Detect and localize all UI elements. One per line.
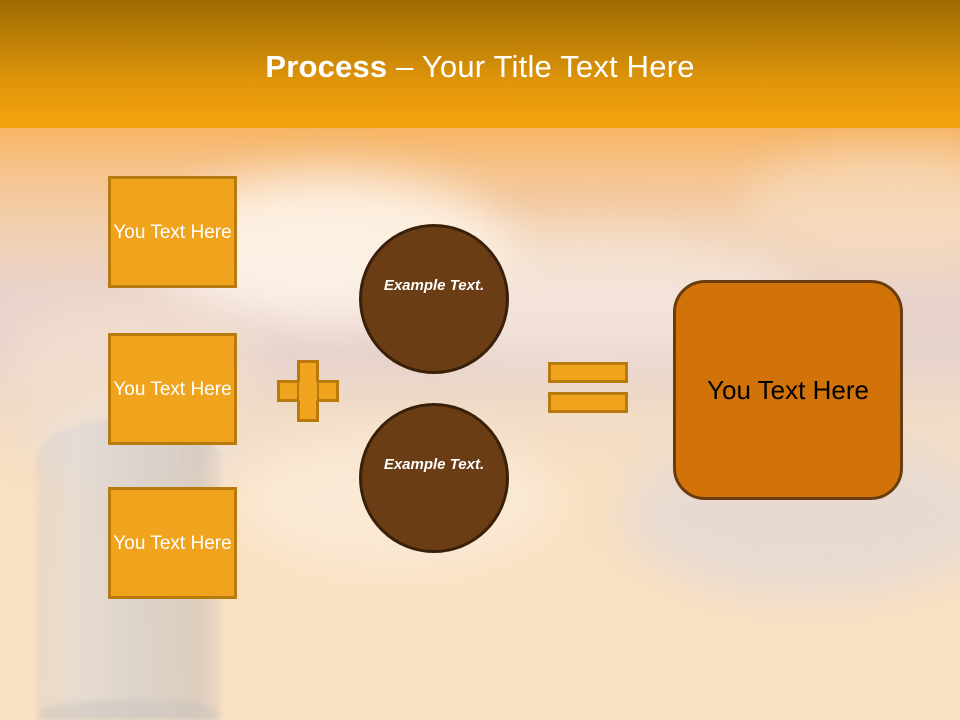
- process-circle-1[interactable]: Example Text.: [359, 224, 509, 374]
- cloud-shape: [740, 150, 960, 270]
- plus-icon: [277, 360, 339, 422]
- cooling-tower-base: [40, 700, 218, 720]
- page-title-strong: Process: [265, 49, 388, 84]
- process-circle-2[interactable]: Example Text.: [359, 403, 509, 553]
- result-box[interactable]: You Text Here: [673, 280, 903, 500]
- page-title-rest: – Your Title Text Here: [387, 49, 695, 84]
- result-box-label: You Text Here: [707, 375, 869, 405]
- equals-top-bar: [548, 362, 628, 383]
- input-box-1-label: You Text Here: [113, 221, 232, 243]
- input-box-2[interactable]: You Text Here: [108, 333, 237, 445]
- input-box-1[interactable]: You Text Here: [108, 176, 237, 288]
- plus-center-fill: [299, 382, 317, 400]
- input-box-3[interactable]: You Text Here: [108, 487, 237, 599]
- process-circle-2-label: Example Text.: [383, 456, 485, 473]
- equals-icon: [548, 362, 628, 413]
- input-box-2-label: You Text Here: [113, 378, 232, 400]
- process-circle-1-label: Example Text.: [383, 277, 485, 294]
- equals-bottom-bar: [548, 392, 628, 413]
- header-band: Process – Your Title Text Here: [0, 0, 960, 128]
- page-title: Process – Your Title Text Here: [0, 48, 960, 86]
- input-box-3-label: You Text Here: [113, 532, 232, 554]
